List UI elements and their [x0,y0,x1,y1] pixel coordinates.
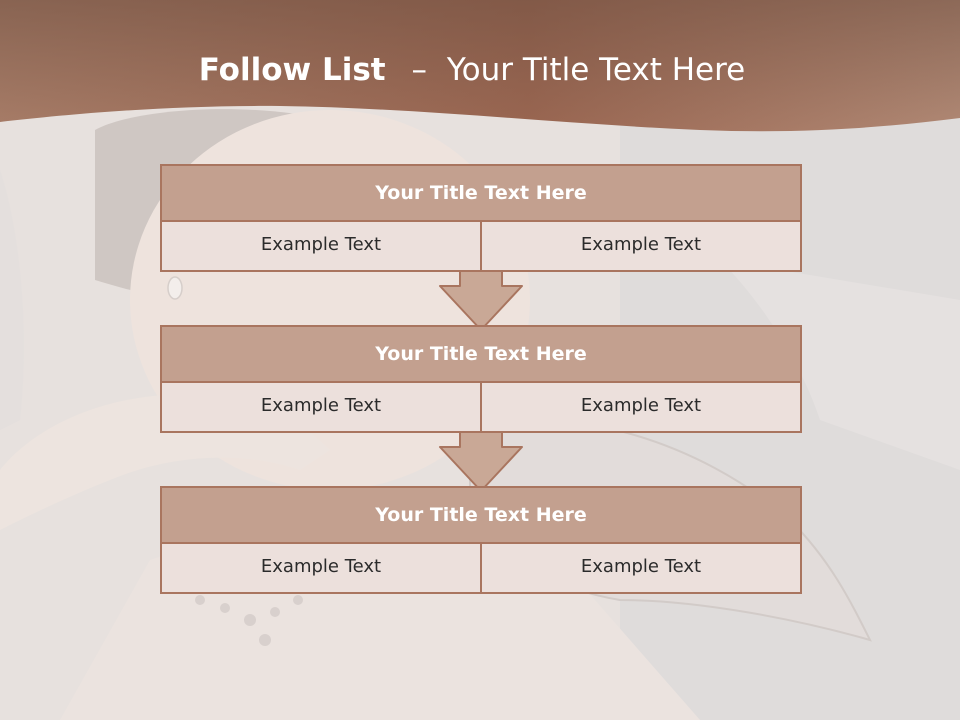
list-item-cells: Example Text Example Text [162,383,800,431]
slide-title-separator: – [411,52,427,88]
list-item-2: Your Title Text Here Example Text Exampl… [160,325,802,433]
list-item-1: Your Title Text Here Example Text Exampl… [160,164,802,272]
list-item-cell-right: Example Text [480,222,800,270]
list-item-cells: Example Text Example Text [162,222,800,270]
list-item-cell-left: Example Text [162,544,480,592]
down-arrow-icon [439,431,523,492]
slide-title-rest: Your Title Text Here [446,52,746,88]
list-item-title: Your Title Text Here [162,327,800,383]
slide-title-bold: Follow List [198,52,386,88]
list-item-3: Your Title Text Here Example Text Exampl… [160,486,802,594]
down-arrow-icon [439,270,523,331]
list-item-title: Your Title Text Here [162,166,800,222]
list-item-cells: Example Text Example Text [162,544,800,592]
slide-title: Follow List – Your Title Text Here [0,52,944,88]
list-item-title: Your Title Text Here [162,488,800,544]
header-band [0,0,960,132]
list-item-cell-right: Example Text [480,383,800,431]
list-item-cell-left: Example Text [162,222,480,270]
list-item-cell-right: Example Text [480,544,800,592]
list-item-cell-left: Example Text [162,383,480,431]
